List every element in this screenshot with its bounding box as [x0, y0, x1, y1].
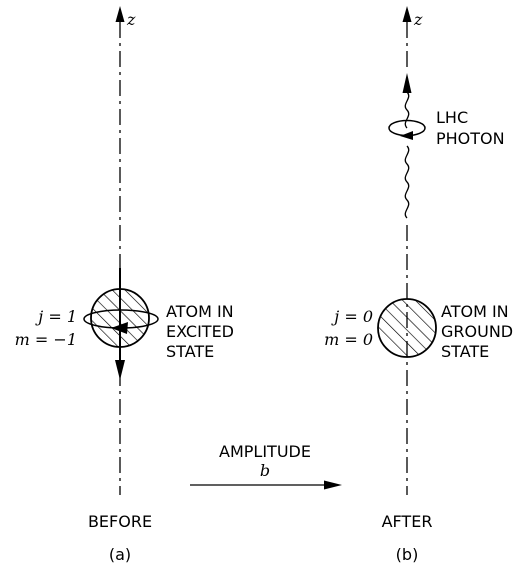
right-m-value: m = 0 — [324, 330, 373, 349]
photon-label-line2: PHOTON — [436, 129, 505, 148]
before-caption: BEFORE — [88, 512, 152, 531]
before-panel: z j = 1 m = −1 ATOM IN EXCITED STATE BEF… — [15, 6, 234, 564]
panel-b-label: (b) — [396, 545, 419, 564]
transition-arrowhead — [324, 481, 342, 490]
left-atom-label-line2: EXCITED — [166, 322, 234, 341]
left-m-value: m = −1 — [15, 330, 77, 349]
ground-atom — [378, 299, 436, 357]
spin-down-arrowhead — [115, 360, 125, 380]
transition: AMPLITUDE b — [190, 442, 342, 490]
right-z-label: z — [413, 10, 423, 29]
panel-a-label: (a) — [109, 545, 131, 564]
left-atom-label-line1: ATOM IN — [166, 302, 234, 321]
right-j-value: j = 0 — [331, 307, 373, 326]
amplitude-symbol: b — [260, 461, 270, 480]
photon-label-line1: LHC — [436, 108, 468, 127]
left-z-label: z — [126, 10, 136, 29]
left-j-value: j = 1 — [35, 307, 77, 326]
left-z-axis-arrowhead — [116, 6, 125, 22]
amplitude-label: AMPLITUDE — [219, 442, 311, 461]
right-atom-label-line3: STATE — [441, 342, 489, 361]
after-panel: z LHC PHOTON j = 0 m = 0 ATOM IN GROUND … — [324, 6, 513, 564]
after-caption: AFTER — [382, 512, 433, 531]
excited-atom — [91, 289, 149, 347]
right-z-axis-arrowhead — [403, 6, 412, 22]
left-atom-label-line3: STATE — [166, 342, 214, 361]
right-atom-label-line1: ATOM IN — [441, 302, 509, 321]
right-atom-label-line2: GROUND — [441, 322, 513, 341]
